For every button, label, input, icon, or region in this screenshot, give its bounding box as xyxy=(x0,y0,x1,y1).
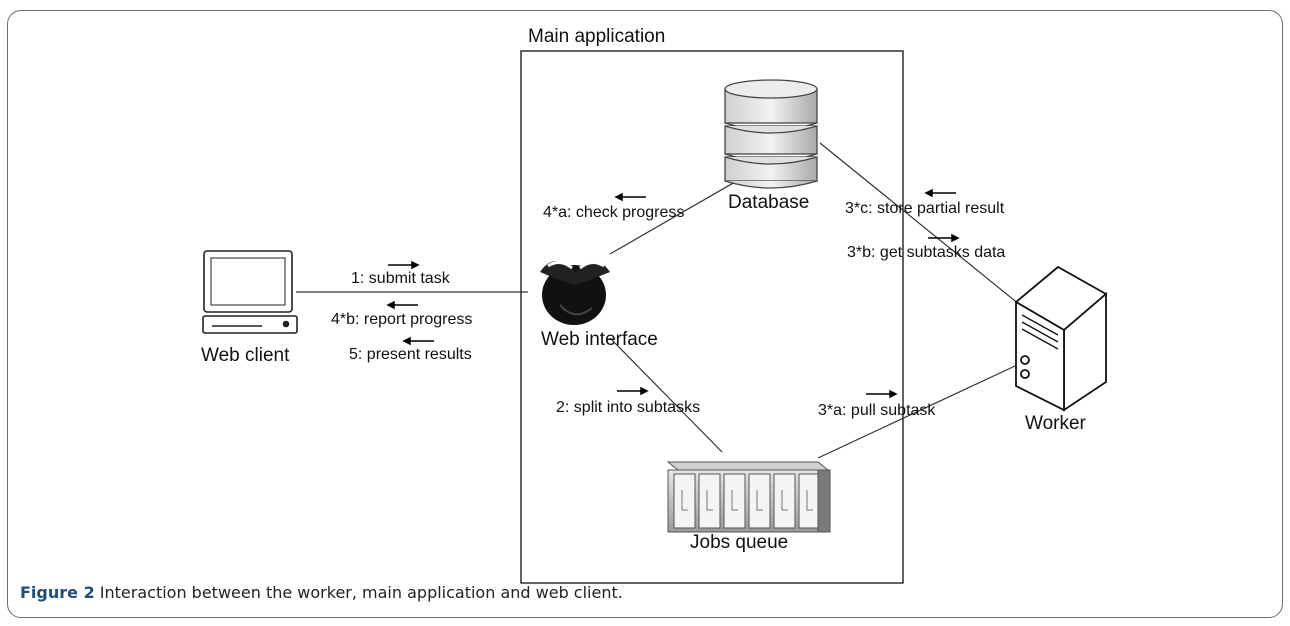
arrow-check-progress xyxy=(614,192,646,202)
figure-number: Figure 2 xyxy=(20,583,95,602)
connector-webinterface-jobsqueue xyxy=(609,337,723,453)
figure-caption-text: Interaction between the worker, main app… xyxy=(94,583,623,602)
arrow-submit-task xyxy=(388,260,420,270)
web-client-label: Web client xyxy=(201,345,290,366)
figure-caption: Figure 2 Interaction between the worker,… xyxy=(20,583,623,602)
arrow-store-partial xyxy=(924,188,956,198)
edge-label-report-progress: 4*b: report progress xyxy=(331,311,473,328)
connector-database-worker xyxy=(819,142,1031,314)
arrow-get-subtasks xyxy=(928,233,960,243)
web-interface-label: Web interface xyxy=(541,329,658,350)
arrow-report-progress xyxy=(386,300,418,310)
edge-label-submit-task: 1: submit task xyxy=(351,270,450,287)
web-client-icon xyxy=(202,250,298,334)
edge-label-present-results: 5: present results xyxy=(349,346,472,363)
connector-jobsqueue-worker xyxy=(817,365,1016,459)
database-icon xyxy=(724,79,818,189)
jobs-queue-label: Jobs queue xyxy=(690,532,789,553)
database-label: Database xyxy=(728,192,810,213)
edge-label-store-partial: 3*c: store partial result xyxy=(845,200,1005,217)
edge-label-pull-subtask: 3*a: pull subtask xyxy=(818,402,936,419)
worker-label: Worker xyxy=(1025,413,1086,434)
arrow-pull-subtask xyxy=(866,389,898,399)
jobs-queue-icon xyxy=(666,461,831,533)
edge-label-get-subtasks: 3*b: get subtasks data xyxy=(847,244,1006,261)
web-interface-icon xyxy=(540,261,610,325)
worker-icon xyxy=(1014,265,1108,412)
arrow-present-results xyxy=(402,336,434,346)
edge-label-split-subtasks: 2: split into subtasks xyxy=(556,399,701,416)
figure-frame xyxy=(7,10,1283,618)
main-application-container xyxy=(520,50,904,584)
main-application-title: Main application xyxy=(528,26,666,47)
arrow-split-subtasks xyxy=(617,386,649,396)
direction-arrows xyxy=(386,188,960,399)
edge-label-check-progress: 4*a: check progress xyxy=(543,204,685,221)
